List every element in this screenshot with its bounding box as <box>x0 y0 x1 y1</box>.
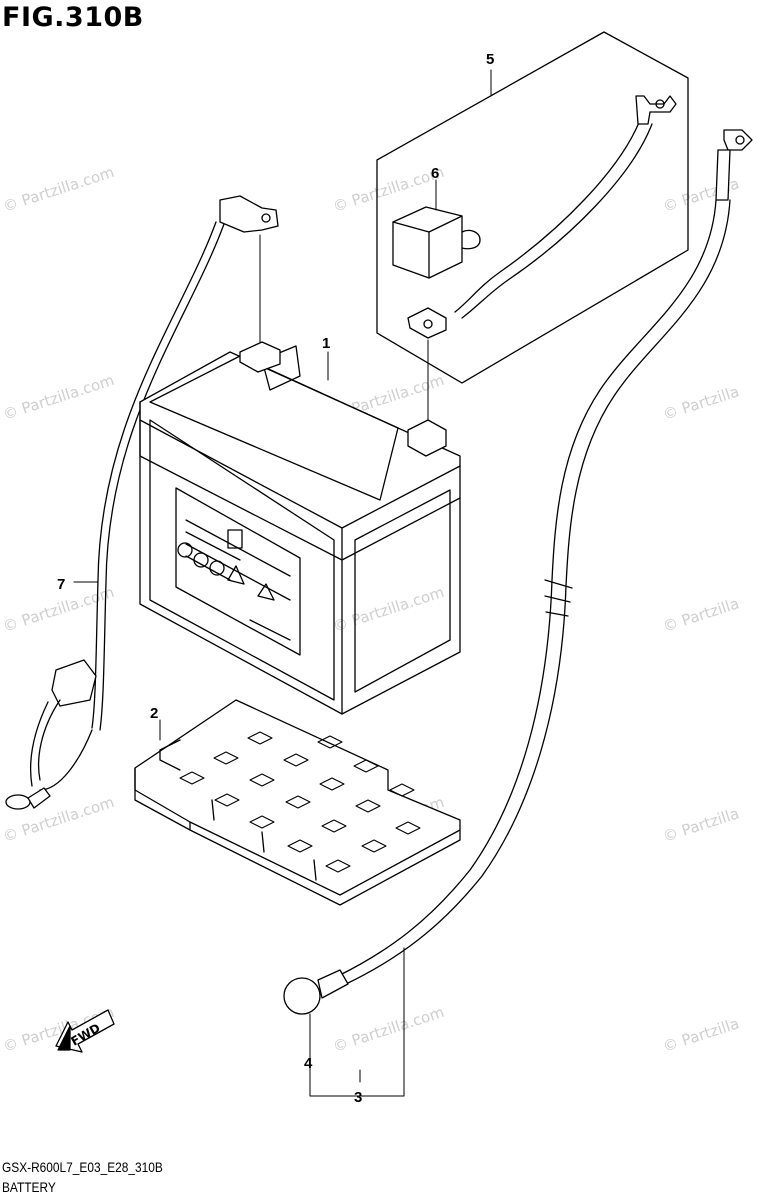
callout-4: 4 <box>304 1055 313 1072</box>
watermark: © Partzilla.com <box>1 371 117 424</box>
battery-1 <box>139 341 461 715</box>
battery-tray-2 <box>134 699 461 906</box>
callout-3: 3 <box>354 1089 362 1106</box>
watermark: © Partzilla.com <box>331 1003 447 1056</box>
callout-7: 7 <box>57 576 65 593</box>
group-box-5 <box>376 31 689 384</box>
watermarks: © Partzilla.com © Partzilla.com © Partzi… <box>1 163 742 1056</box>
ground-cable-3 <box>283 129 753 1015</box>
watermark: © Partzilla <box>661 594 742 636</box>
callout-numbers: 1 2 3 4 5 6 7 <box>57 51 494 1106</box>
figure-code: GSX-R600L7_E03_E28_310B <box>2 1159 163 1175</box>
watermark: © Partzilla <box>661 804 742 846</box>
sensor-wire-7 <box>5 195 279 810</box>
watermark: © Partzilla <box>661 1014 742 1056</box>
callout-5: 5 <box>486 51 494 68</box>
callout-6: 6 <box>431 165 439 182</box>
terminal-cover-6 <box>392 206 481 279</box>
positive-cable-5 <box>407 95 677 339</box>
watermark: © Partzilla.com <box>1 163 117 216</box>
callout-2: 2 <box>150 705 158 722</box>
callout-1: 1 <box>322 335 330 352</box>
figure-caption: BATTERY <box>2 1179 56 1195</box>
fwd-arrow-icon <box>55 1009 115 1053</box>
watermark: © Partzilla <box>661 382 742 424</box>
leader-lines <box>73 69 492 1097</box>
watermark: © Partzilla.com <box>331 583 447 636</box>
figure-title: FIG.310B <box>2 2 144 33</box>
